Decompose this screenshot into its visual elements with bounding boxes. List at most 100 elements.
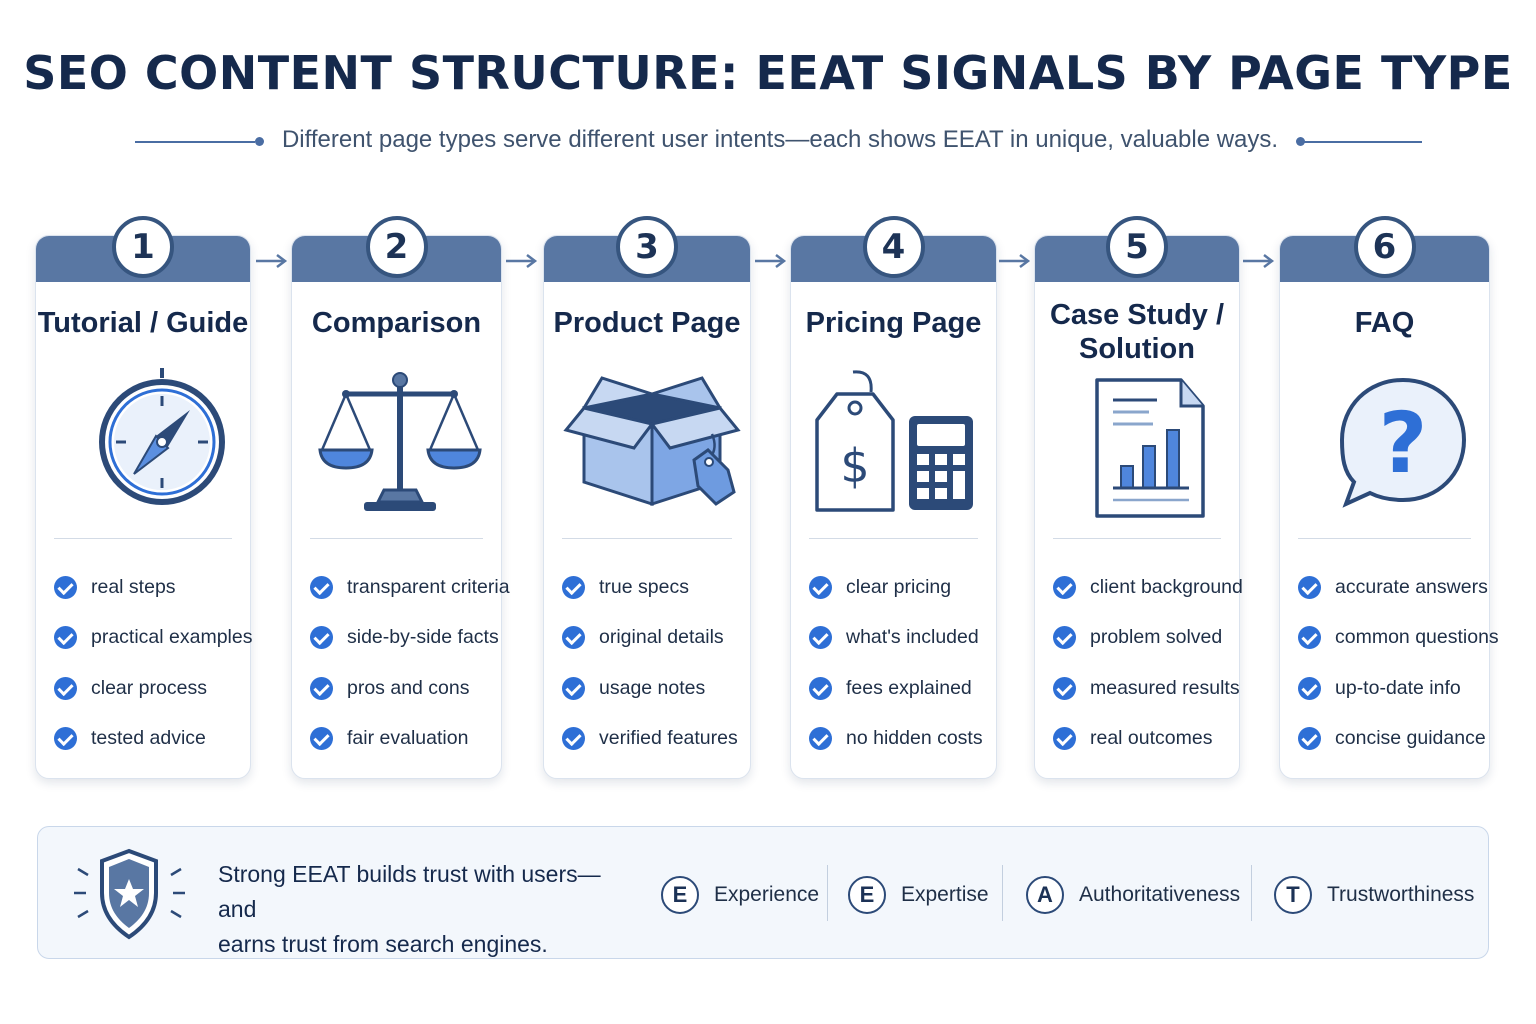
check-icon bbox=[54, 575, 77, 599]
list-item-label: measured results bbox=[1090, 676, 1240, 699]
list-item-label: original details bbox=[599, 626, 724, 649]
list-item: up-to-date info bbox=[1298, 663, 1499, 714]
card-divider bbox=[310, 538, 483, 539]
check-icon bbox=[310, 727, 333, 751]
eeat-message-line: Strong EEAT builds trust with users—and bbox=[218, 861, 601, 922]
card-divider bbox=[809, 538, 978, 539]
card-title: FAQ bbox=[1354, 307, 1415, 339]
check-icon bbox=[1053, 626, 1076, 650]
arrow-right-icon bbox=[755, 254, 787, 268]
list-item-label: fair evaluation bbox=[347, 727, 469, 750]
signal-list: true specs original details usage notes … bbox=[562, 562, 738, 764]
check-icon bbox=[54, 626, 77, 650]
list-item-label: true specs bbox=[599, 575, 689, 598]
list-item-label: tested advice bbox=[91, 727, 206, 750]
check-icon bbox=[1298, 727, 1321, 751]
pillar-expertise: E Expertise bbox=[848, 873, 989, 917]
check-icon bbox=[809, 626, 832, 650]
list-item: problem solved bbox=[1053, 613, 1243, 664]
check-icon bbox=[310, 626, 333, 650]
eeat-message-line: earns trust from search engines. bbox=[218, 931, 548, 957]
pillar-authoritativeness: A Authoritativeness bbox=[1026, 873, 1240, 917]
signal-list: clear pricing what's included fees expla… bbox=[809, 562, 983, 764]
list-item: original details bbox=[562, 613, 738, 664]
step-number-badge: 3 bbox=[616, 216, 678, 278]
list-item: practical examples bbox=[54, 613, 252, 664]
list-item-label: concise guidance bbox=[1335, 727, 1486, 750]
eeat-summary-panel: Strong EEAT builds trust with users—and … bbox=[37, 826, 1489, 959]
list-item-label: up-to-date info bbox=[1335, 676, 1461, 699]
check-icon bbox=[809, 676, 832, 700]
check-icon bbox=[1298, 676, 1321, 700]
list-item: clear pricing bbox=[809, 562, 983, 613]
step-number-badge: 2 bbox=[365, 216, 428, 278]
shield-star-icon bbox=[74, 848, 185, 940]
card-title: Comparison bbox=[311, 307, 482, 339]
list-item-label: clear process bbox=[91, 676, 207, 699]
card-title: Case Study / Solution bbox=[1035, 298, 1239, 366]
page-title: SEO CONTENT STRUCTURE: EEAT SIGNALS BY P… bbox=[23, 46, 1513, 100]
question-bubble-icon: ? bbox=[1339, 377, 1467, 508]
signal-list: transparent criteria side-by-side facts … bbox=[310, 562, 510, 764]
card-divider bbox=[562, 538, 732, 539]
pillar-name: Expertise bbox=[901, 883, 989, 906]
subtitle-dot-left bbox=[255, 137, 264, 146]
price-tag-calculator-icon: $ bbox=[815, 370, 973, 512]
pillar-separator bbox=[1251, 865, 1252, 921]
list-item: no hidden costs bbox=[809, 714, 983, 765]
check-icon bbox=[562, 575, 585, 599]
card-case-study: 5 Case Study / Solution client backgroun… bbox=[1034, 216, 1243, 779]
subtitle-rule-right bbox=[1302, 141, 1422, 143]
signal-list: client background problem solved measure… bbox=[1053, 562, 1243, 764]
list-item-label: real outcomes bbox=[1090, 727, 1213, 750]
check-icon bbox=[562, 676, 585, 700]
list-item: what's included bbox=[809, 613, 983, 664]
pillar-experience: E Experience bbox=[661, 873, 819, 917]
list-item: tested advice bbox=[54, 714, 252, 765]
svg-text:$: $ bbox=[840, 439, 869, 493]
list-item-label: fees explained bbox=[846, 676, 972, 699]
list-item: real steps bbox=[54, 562, 252, 613]
check-icon bbox=[562, 727, 585, 751]
check-icon bbox=[1053, 727, 1076, 751]
card-title: Tutorial / Guide bbox=[37, 307, 249, 339]
check-icon bbox=[1298, 626, 1321, 650]
check-icon bbox=[562, 626, 585, 650]
svg-text:?: ? bbox=[1379, 394, 1428, 492]
arrow-right-icon bbox=[999, 254, 1031, 268]
list-item: real outcomes bbox=[1053, 714, 1243, 765]
report-chart-icon bbox=[1095, 378, 1205, 518]
list-item: verified features bbox=[562, 714, 738, 765]
step-number-badge: 5 bbox=[1106, 216, 1168, 278]
list-item: clear process bbox=[54, 663, 252, 714]
signal-list: accurate answers common questions up-to-… bbox=[1298, 562, 1499, 764]
list-item-label: accurate answers bbox=[1335, 575, 1488, 598]
list-item-label: real steps bbox=[91, 575, 176, 598]
subtitle-rule-left bbox=[135, 141, 255, 143]
list-item-label: side-by-side facts bbox=[347, 626, 499, 649]
check-icon bbox=[54, 676, 77, 700]
card-comparison: 2 Comparison transparent criteria side-b… bbox=[291, 216, 510, 779]
list-item-label: client background bbox=[1090, 575, 1243, 598]
list-item-label: clear pricing bbox=[846, 575, 952, 598]
list-item: usage notes bbox=[562, 663, 738, 714]
check-icon bbox=[809, 727, 832, 751]
card-title-line: Case Study / bbox=[1049, 299, 1225, 331]
check-icon bbox=[1053, 676, 1076, 700]
list-item: side-by-side facts bbox=[310, 613, 510, 664]
list-item: fair evaluation bbox=[310, 714, 510, 765]
step-number-badge: 1 bbox=[112, 216, 174, 278]
list-item: transparent criteria bbox=[310, 562, 510, 613]
pillar-letter: E bbox=[661, 876, 699, 914]
compass-icon bbox=[99, 368, 225, 505]
arrow-right-icon bbox=[256, 254, 288, 268]
list-item: client background bbox=[1053, 562, 1243, 613]
eeat-message: Strong EEAT builds trust with users—and … bbox=[218, 857, 638, 962]
signal-list: real steps practical examples clear proc… bbox=[54, 562, 252, 764]
list-item: concise guidance bbox=[1298, 714, 1499, 765]
pillar-letter: T bbox=[1274, 876, 1312, 914]
pillar-trustworthiness: T Trustworthiness bbox=[1274, 873, 1474, 917]
card-title: Product Page bbox=[553, 307, 741, 339]
list-item-label: transparent criteria bbox=[347, 575, 510, 598]
card-divider bbox=[54, 538, 232, 539]
